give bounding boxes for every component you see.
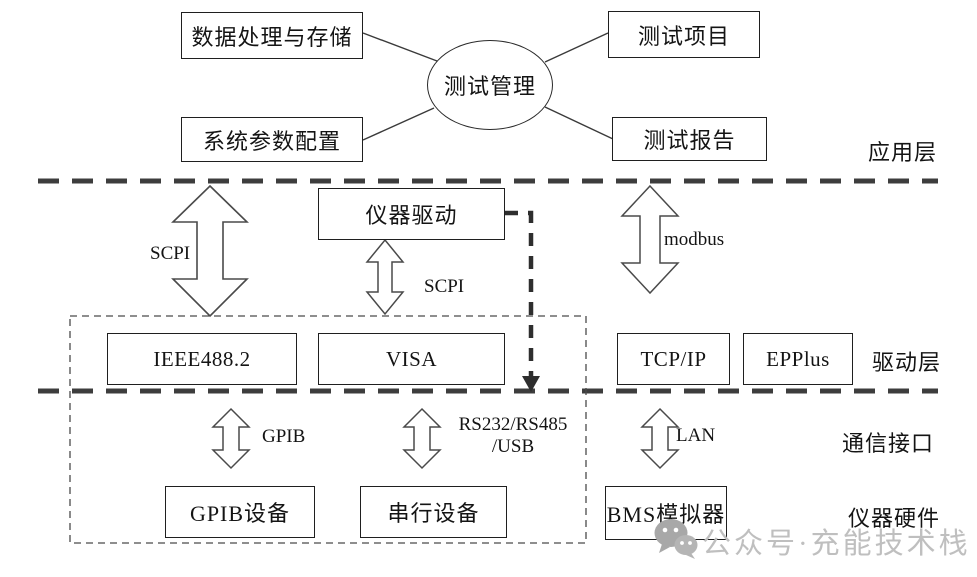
connector-hub-test-report xyxy=(544,106,614,140)
box-gpib-device: GPIB设备 xyxy=(165,486,315,538)
label-scpi-center: SCPI xyxy=(424,276,465,297)
label-lan: LAN xyxy=(676,425,716,446)
label-hardware-layer: 仪器硬件 xyxy=(848,506,941,531)
label-communication-layer: 通信接口 xyxy=(842,431,935,456)
dashed-elbow-connector xyxy=(505,210,534,378)
box-instrument-driver: 仪器驱动 xyxy=(318,188,505,240)
label-modbus: modbus xyxy=(664,229,725,250)
hub-test-management: 测试管理 xyxy=(427,40,553,130)
label-driver-layer: 驱动层 xyxy=(872,350,942,375)
arrow-lan xyxy=(640,407,680,470)
connector-hub-data-processing xyxy=(362,32,438,62)
label-scpi-left: SCPI xyxy=(150,243,191,264)
label-gpib: GPIB xyxy=(262,426,306,447)
label-rs232-line2: /USB xyxy=(491,436,535,457)
arrow-gpib xyxy=(211,407,251,470)
box-ieee4882: IEEE488.2 xyxy=(107,333,297,385)
label-application-layer: 应用层 xyxy=(868,140,938,165)
box-serial-device: 串行设备 xyxy=(360,486,507,538)
box-test-project: 测试项目 xyxy=(608,11,760,58)
arrow-rs232 xyxy=(402,407,442,470)
box-test-report: 测试报告 xyxy=(612,117,767,161)
wechat-icon xyxy=(654,519,698,559)
group-dashed-rect xyxy=(69,315,587,544)
arrow-modbus xyxy=(620,184,680,295)
box-data-processing: 数据处理与存储 xyxy=(181,12,363,59)
connector-hub-test-project xyxy=(544,32,609,63)
box-visa: VISA xyxy=(318,333,505,385)
watermark-text: 公众号·充能技术栈 xyxy=(702,528,971,560)
arrow-scpi-center xyxy=(365,238,405,316)
box-system-config: 系统参数配置 xyxy=(181,117,363,162)
arrow-scpi-left xyxy=(171,184,249,318)
label-rs232-line1: RS232/RS485 xyxy=(458,414,568,435)
label-rs232: RS232/RS485 /USB xyxy=(448,414,578,458)
dashed-elbow-arrowhead xyxy=(522,376,540,392)
box-epplus: EPPlus xyxy=(743,333,853,385)
box-tcpip: TCP/IP xyxy=(617,333,730,385)
connector-hub-system-config xyxy=(362,107,435,141)
